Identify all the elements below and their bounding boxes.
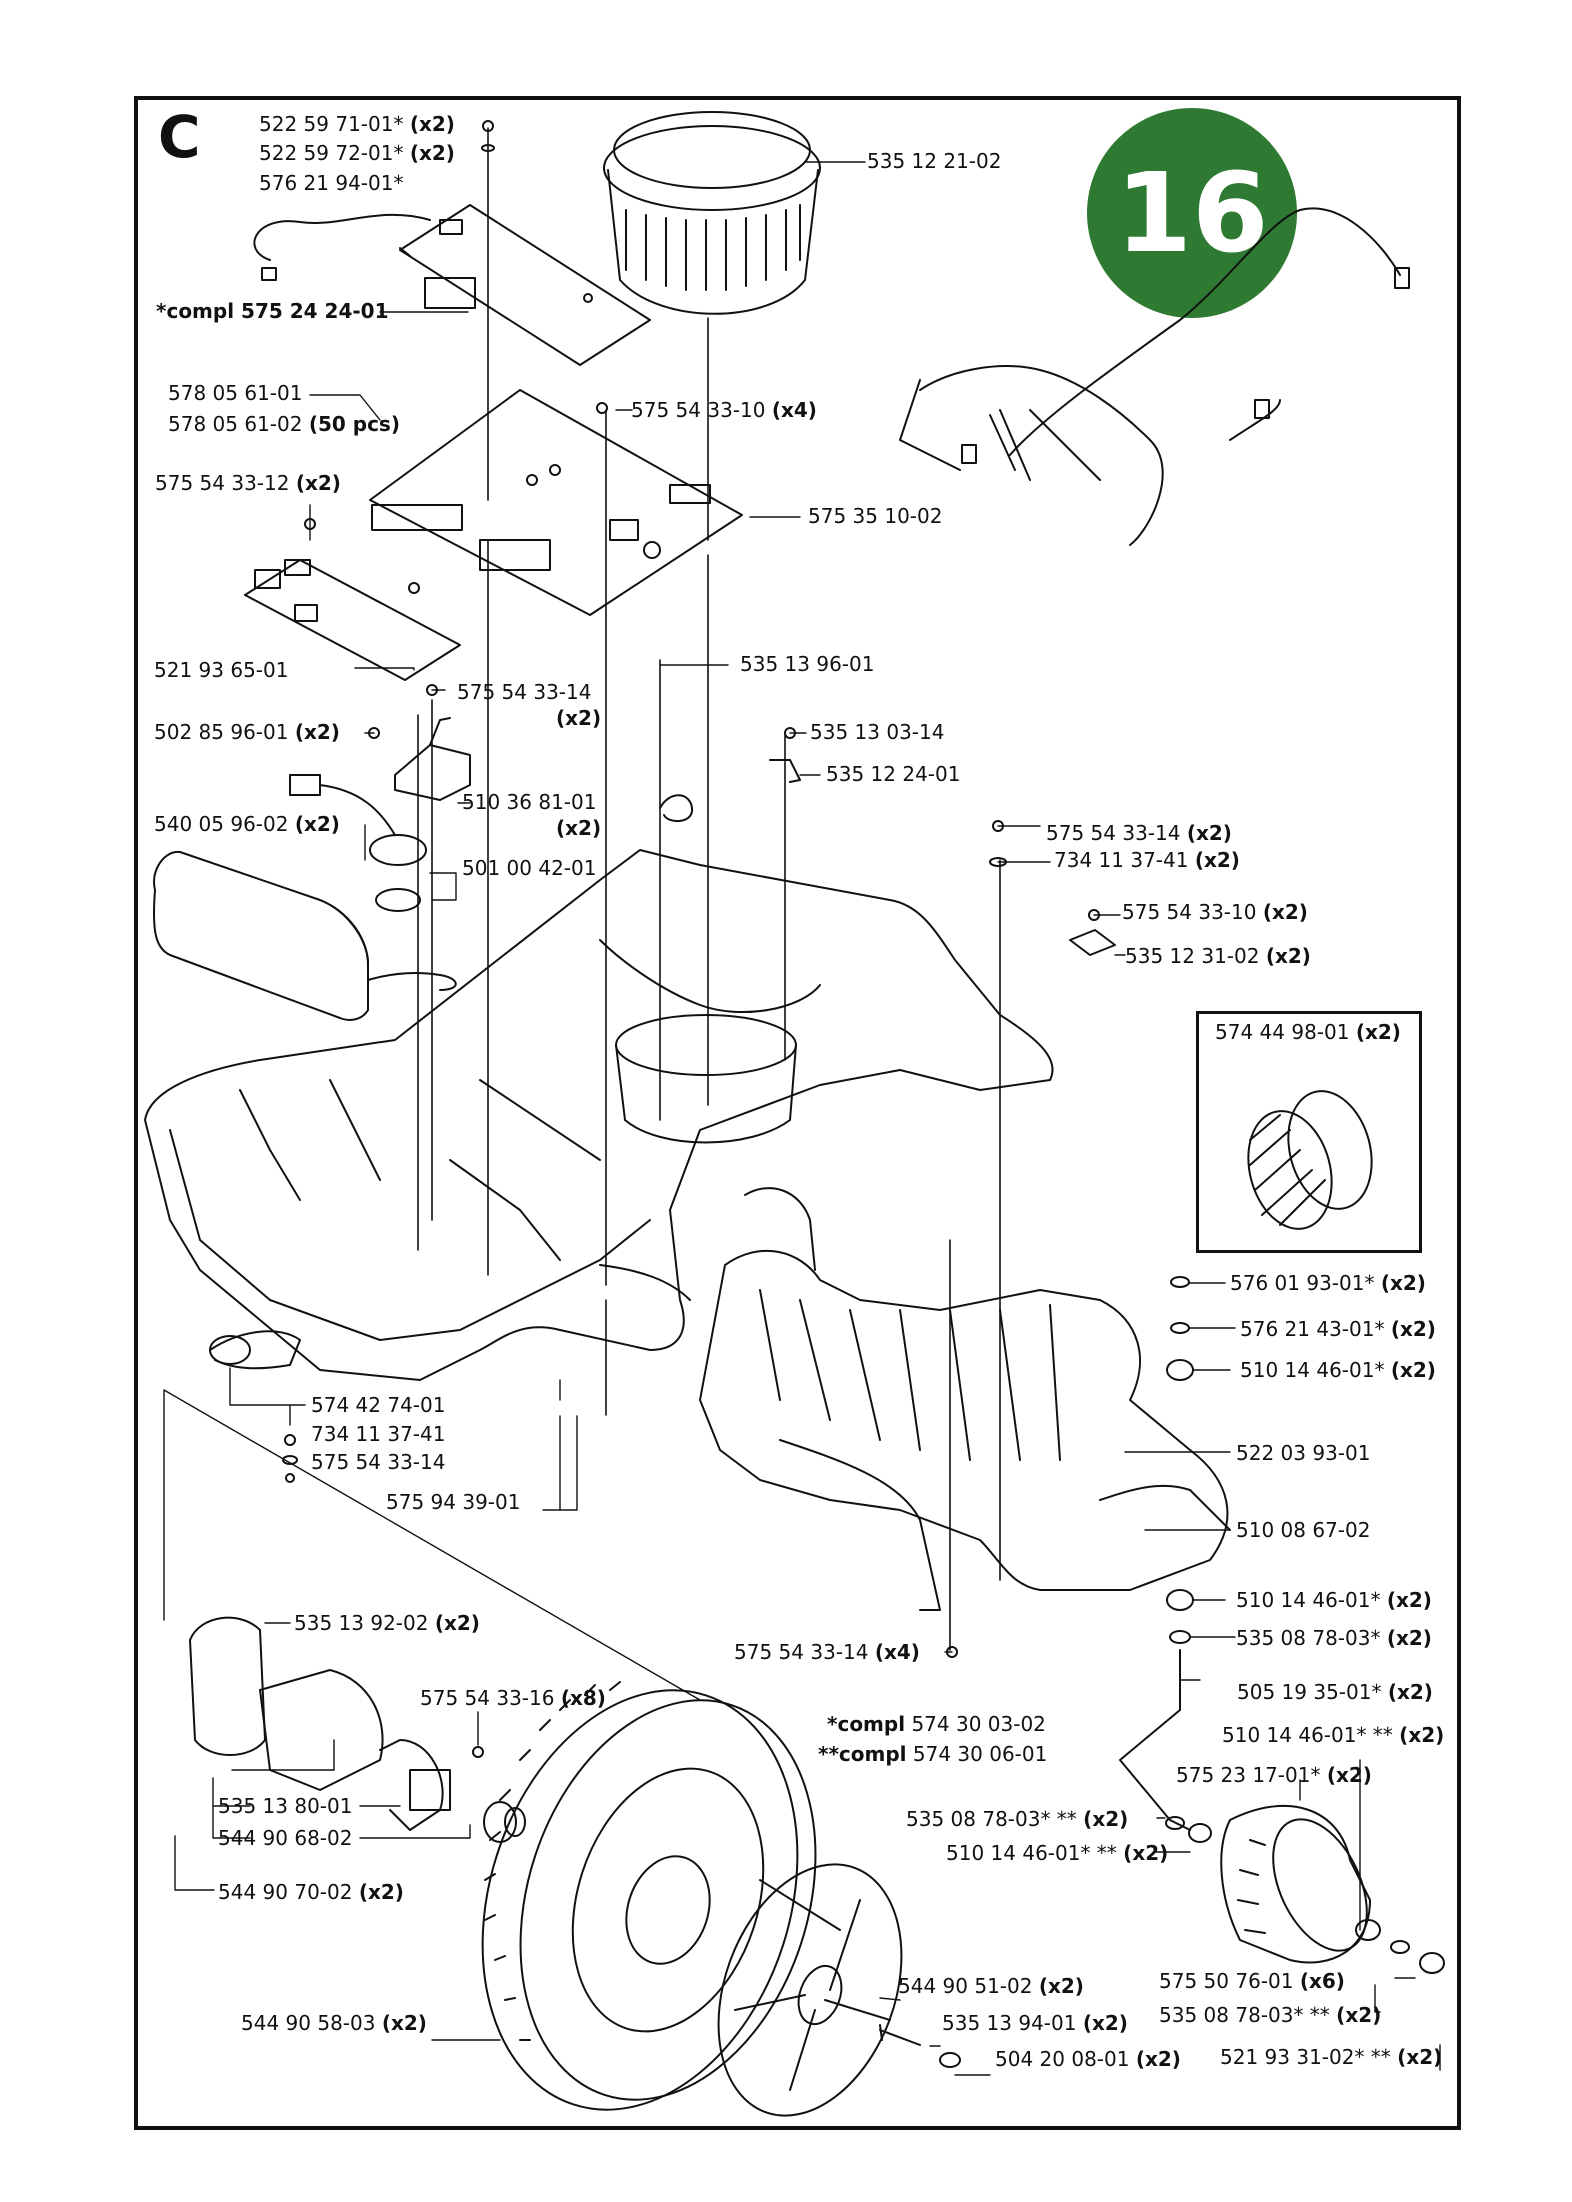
part-label: 510 14 46-01* ** (x2) (1222, 1723, 1445, 1747)
wheel-motor-spacer (209, 1330, 301, 1370)
main-wire-harness (899, 207, 1410, 546)
center-cap (939, 2052, 961, 2068)
page-badge: 16 (1087, 108, 1297, 318)
part-label: 574 44 98-01 (x2) (1215, 1020, 1401, 1044)
inset-box (1196, 1011, 1422, 1253)
chassis-body (144, 849, 1054, 1381)
part-label: 535 08 78-03* ** (x2) (1159, 2003, 1382, 2027)
clip (769, 759, 801, 783)
motor-gasket (189, 1616, 266, 1756)
connector-bracket (394, 717, 471, 801)
part-label: (x2) (556, 816, 602, 840)
part-label: 575 54 33-14 (x4) (734, 1640, 920, 1664)
part-label: 575 54 33-14 (457, 680, 592, 704)
hub-cap (717, 1863, 903, 2117)
drive-wheel (481, 1681, 817, 2111)
part-label: 502 85 96-01 (x2) (154, 720, 340, 744)
part-label: 574 42 74-01 (311, 1393, 446, 1417)
part-label: 578 05 61-02 (50 pcs) (168, 412, 400, 436)
front-caster-wheel (1220, 1805, 1371, 1964)
part-label: 544 90 70-02 (x2) (218, 1880, 404, 1904)
shaft-coupling (483, 1801, 526, 1843)
main-board (369, 389, 743, 616)
part-label: 575 54 33-16 (x8) (420, 1686, 606, 1710)
part-label: 521 93 65-01 (154, 658, 289, 682)
spring (659, 794, 694, 822)
small-bracket (1069, 929, 1116, 956)
part-label: 505 19 35-01* (x2) (1237, 1680, 1433, 1704)
control-board (399, 204, 651, 366)
part-label: 578 05 61-01 (168, 381, 303, 405)
part-label: 576 21 43-01* (x2) (1240, 1317, 1436, 1341)
hub-screw (879, 2024, 921, 2046)
part-label: 575 35 10-02 (808, 504, 943, 528)
part-label: *compl 575 24 24-01 (156, 299, 389, 323)
part-label: 510 14 46-01* (x2) (1240, 1358, 1436, 1382)
compl-note: *compl 574 30 03-02 (827, 1712, 1046, 1736)
part-label: 535 13 96-01 (740, 652, 875, 676)
compl-note: **compl 574 30 06-01 (818, 1742, 1048, 1766)
battery-pack (152, 850, 457, 1021)
part-label: 521 93 31-02* ** (x2) (1220, 2045, 1443, 2069)
part-label: 510 14 46-01* (x2) (1236, 1588, 1432, 1612)
part-label: 522 59 72-01* (x2) (259, 141, 455, 165)
part-label: 535 13 94-01 (x2) (942, 2011, 1128, 2035)
section-letter: C (158, 103, 201, 171)
wheel-motor (259, 1669, 451, 1831)
part-label: 535 08 78-03* ** (x2) (906, 1807, 1129, 1831)
part-label: 575 54 33-14 (311, 1450, 446, 1474)
part-label: 535 08 78-03* (x2) (1236, 1626, 1432, 1650)
part-label: 501 00 42-01 (462, 856, 597, 880)
part-label: 522 03 93-01 (1236, 1441, 1371, 1465)
part-label: 544 90 58-03 (x2) (241, 2011, 427, 2035)
part-label: 510 08 67-02 (1236, 1518, 1371, 1542)
part-label: 575 23 17-01* (x2) (1176, 1763, 1372, 1787)
label-leaders (163, 161, 1441, 2076)
cable-harness-small (253, 213, 431, 281)
buzzer (289, 774, 427, 912)
part-label: 575 54 33-14 (x2) (1046, 821, 1232, 845)
part-label: 575 94 39-01 (386, 1490, 521, 1514)
part-label: (x2) (556, 706, 602, 730)
part-label: 575 54 33-12 (x2) (155, 471, 341, 495)
rear-body-section (699, 1187, 1231, 1611)
part-label: 535 13 03-14 (810, 720, 945, 744)
part-label: 504 20 08-01 (x2) (995, 2047, 1181, 2071)
part-label: 734 11 37-41 (x2) (1054, 848, 1240, 872)
part-label: 544 90 68-02 (218, 1826, 353, 1850)
part-label: 535 12 24-01 (826, 762, 961, 786)
inset-roller (1247, 1090, 1373, 1230)
blade-housing-ring (603, 111, 821, 315)
part-label: 734 11 37-41 (311, 1422, 446, 1446)
part-label: 575 54 33-10 (x4) (631, 398, 817, 422)
part-label: 540 05 96-02 (x2) (154, 812, 340, 836)
part-label: 522 59 71-01* (x2) (259, 112, 455, 136)
part-label: 576 01 93-01* (x2) (1230, 1271, 1426, 1295)
part-label: 510 14 46-01* ** (x2) (946, 1841, 1169, 1865)
part-label: 544 90 51-02 (x2) (898, 1974, 1084, 1998)
part-label: 576 21 94-01* (259, 171, 404, 195)
diagram-frame (134, 96, 1461, 2130)
part-label: 535 13 92-02 (x2) (294, 1611, 480, 1635)
part-label: 575 50 76-01 (x6) (1159, 1969, 1345, 1993)
part-label: 535 13 80-01 (218, 1794, 353, 1818)
charging-board (244, 559, 461, 681)
part-label: 575 54 33-10 (x2) (1122, 900, 1308, 924)
leader-lines (417, 127, 1001, 1651)
part-label: 510 36 81-01 (462, 790, 597, 814)
part-label: 535 12 31-02 (x2) (1125, 944, 1311, 968)
part-label: 535 12 21-02 (867, 149, 1002, 173)
